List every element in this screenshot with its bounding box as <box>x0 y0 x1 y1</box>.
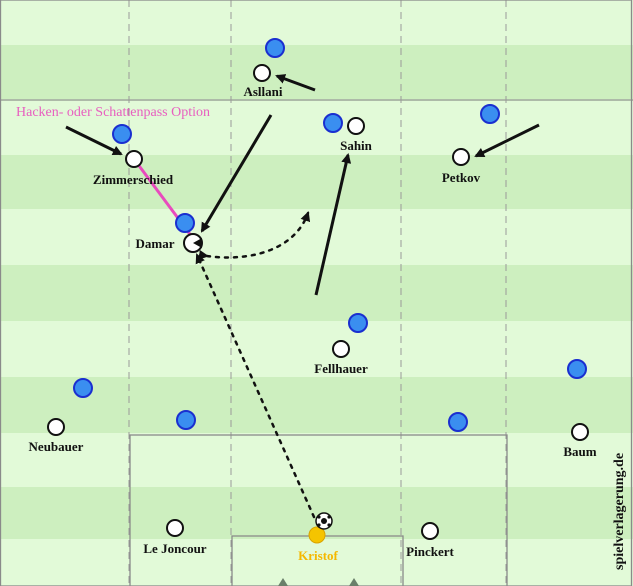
label-kristof: Kristof <box>298 548 338 563</box>
option-annotation: Hacken- oder Schattenpass Option <box>16 105 210 120</box>
curved-pass-path <box>198 211 311 260</box>
opponent-marker <box>176 410 196 430</box>
player-le-joncour <box>166 519 184 537</box>
opponent-marker <box>265 38 285 58</box>
goalkeeper-pass-path <box>195 253 316 519</box>
opponent-marker <box>175 213 195 233</box>
goal-marks <box>278 578 359 586</box>
own-players <box>47 64 589 540</box>
player-asllani <box>253 64 271 82</box>
label-le-joncour: Le Joncour <box>143 541 206 556</box>
pass-paths <box>195 211 316 519</box>
opponents <box>73 38 587 432</box>
opponent-marker <box>73 378 93 398</box>
label-asllani: Asllani <box>243 84 282 99</box>
label-zimmerschied: Zimmerschied <box>93 172 174 187</box>
player-neubauer <box>47 418 65 436</box>
arrow-asllani <box>275 74 316 92</box>
label-pinckert: Pinckert <box>406 544 454 559</box>
goalkeeper-marker <box>308 526 326 544</box>
opponent-marker <box>348 313 368 333</box>
opponent-marker <box>567 359 587 379</box>
player-baum <box>571 423 589 441</box>
opponent-marker <box>448 412 468 432</box>
label-sahin: Sahin <box>340 138 373 153</box>
arrow-run-to-sahin <box>314 153 352 296</box>
site-credit: spielverlagerung.de <box>612 453 627 570</box>
opponent-marker <box>323 113 343 133</box>
label-fellhauer: Fellhauer <box>314 361 368 376</box>
player-zimmerschied <box>125 150 143 168</box>
player-sahin <box>347 117 365 135</box>
label-petkov: Petkov <box>442 170 481 185</box>
arrow-petkov <box>474 123 540 158</box>
label-damar: Damar <box>136 236 175 251</box>
player-petkov <box>452 148 470 166</box>
movement-arrows <box>65 74 540 296</box>
player-pinckert <box>421 522 439 540</box>
opponent-marker <box>480 104 500 124</box>
arrow-zimmerschied <box>65 125 123 156</box>
label-neubauer: Neubauer <box>29 439 84 454</box>
player-fellhauer <box>332 340 350 358</box>
opponent-marker <box>112 124 132 144</box>
damar-notch <box>193 238 202 248</box>
football-icon <box>315 512 333 530</box>
label-baum: Baum <box>563 444 596 459</box>
